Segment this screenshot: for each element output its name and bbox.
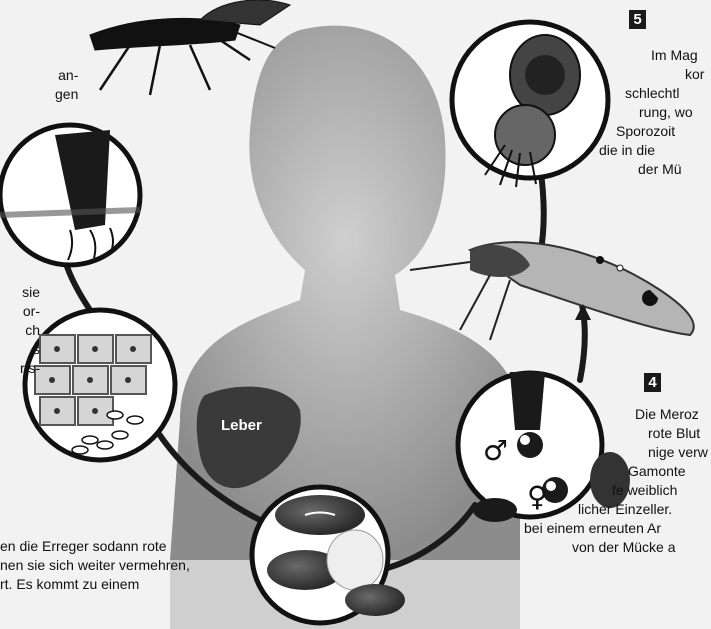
mosquito-feeding-icon: [410, 242, 694, 340]
text-line: licher Einzeller.: [578, 500, 708, 519]
text-line: der Mü: [638, 160, 704, 179]
text-line: rote Blut: [648, 424, 708, 443]
text-line: sie: [20, 283, 40, 302]
text-line: an-: [55, 66, 78, 85]
text-line: fe weiblich: [612, 481, 708, 500]
step-5-text: Im Mag kor schlechtl rung, wo Sporozoit …: [625, 46, 704, 179]
text-line: von der Mücke a: [572, 538, 708, 557]
liver-label: Leber: [221, 417, 262, 434]
text-line: ch: [20, 321, 40, 340]
step-4-badge: 4: [644, 373, 661, 392]
text-line: rts-: [20, 359, 40, 378]
bottom-text: en die Erreger sodann rote nen sie sich …: [0, 537, 190, 594]
detail-circle-bite: [0, 125, 140, 265]
text-line: Gamonte: [628, 462, 708, 481]
text-line: nen sie sich weiter vermehren,: [0, 556, 190, 575]
text-line: en die Erreger sodann rote: [0, 537, 190, 556]
text-line: Sporozoit: [616, 122, 704, 141]
text-line: s: [20, 340, 40, 359]
text-line: schlechtl: [625, 84, 704, 103]
female-symbol: ♀: [527, 483, 548, 511]
step-5-badge: 5: [629, 10, 646, 29]
text-line: nige verw: [648, 443, 708, 462]
text-line: Im Mag: [651, 46, 704, 65]
text-line: kor: [685, 65, 704, 84]
text-line: gen: [55, 85, 78, 104]
detail-circle-liver-cells: [25, 310, 175, 460]
text-line: die in die: [599, 141, 704, 160]
text-line: bei einem erneuten Ar: [524, 519, 708, 538]
male-symbol: ♂: [483, 437, 508, 465]
text-line: or-: [20, 302, 40, 321]
text-line: Die Meroz: [635, 405, 708, 424]
detail-circle-stomach: [452, 22, 608, 187]
text-line: rt. Es kommt zu einem: [0, 575, 190, 594]
intro-text-top-left: an- gen: [55, 66, 78, 104]
text-left-fragment: sie or- ch s rts-: [20, 283, 40, 378]
text-line: rung, wo: [639, 103, 704, 122]
